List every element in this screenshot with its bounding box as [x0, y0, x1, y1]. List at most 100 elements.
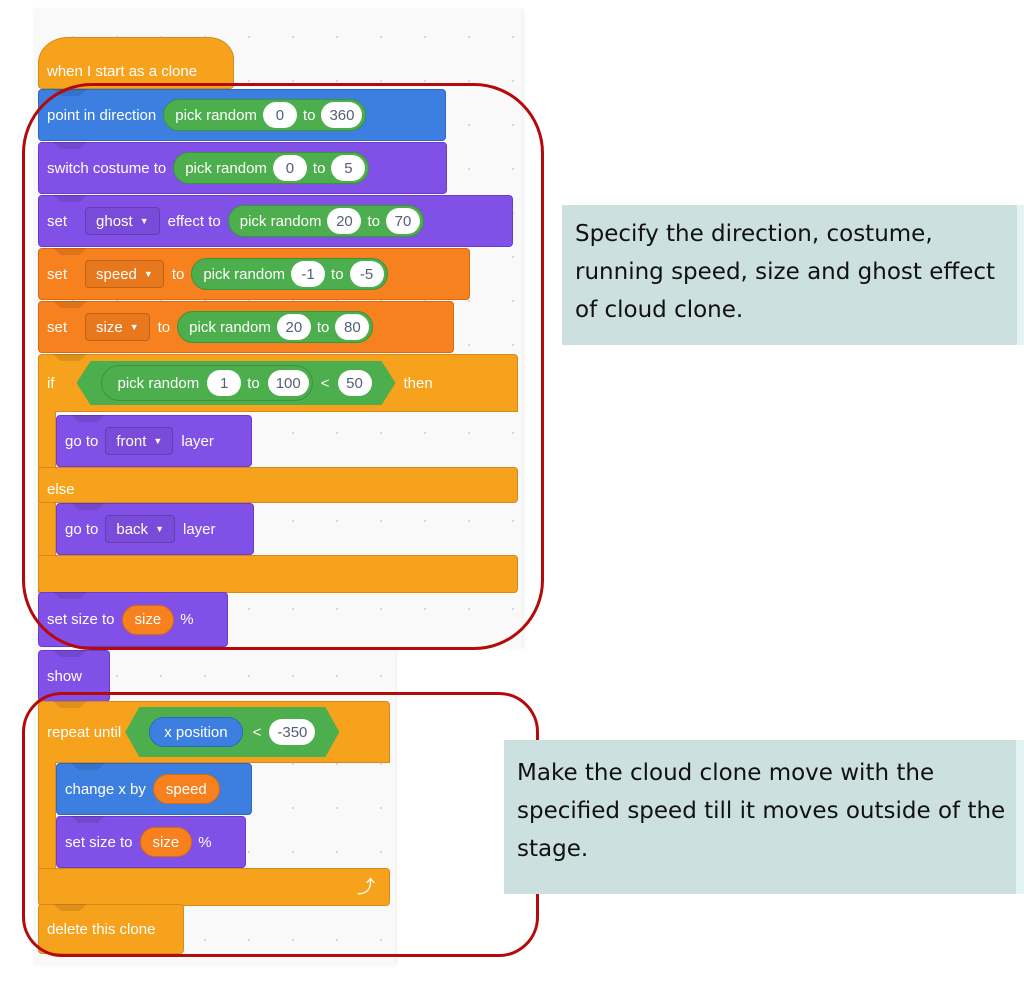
compare-input[interactable]: 50: [338, 370, 372, 396]
random-from-input[interactable]: 1: [207, 370, 241, 396]
switch-costume-block[interactable]: switch costume to pick random 0 to 5: [38, 142, 447, 194]
percent-label: %: [198, 833, 212, 851]
size-variable-reporter[interactable]: size: [139, 827, 193, 857]
dropdown-value: speed: [96, 265, 137, 283]
to-label: to: [367, 212, 380, 230]
block-label: when I start as a clone: [47, 62, 198, 80]
block-label: point in direction: [47, 106, 157, 124]
block-label: set size to: [65, 833, 133, 851]
random-to-input[interactable]: 80: [335, 314, 370, 340]
dropdown-arrow-icon: ▼: [139, 216, 149, 226]
percent-label: %: [180, 611, 194, 628]
variable-name: size: [134, 611, 162, 628]
to-label: to: [312, 159, 326, 177]
to-label: to: [302, 106, 316, 124]
dropdown-value: front: [116, 432, 147, 450]
random-to-input[interactable]: 100: [268, 370, 309, 396]
effect-to-label: effect to: [167, 212, 221, 230]
when-i-start-as-clone-block[interactable]: when I start as a clone: [38, 37, 234, 89]
size-variable-reporter[interactable]: size: [121, 604, 175, 635]
dropdown-value: ghost: [96, 212, 133, 230]
set-size-variable-block[interactable]: set size ▼ to pick random 20 to 80: [38, 301, 454, 353]
layer-dropdown[interactable]: front ▼: [105, 427, 174, 455]
pick-random-reporter[interactable]: pick random 20 to 70: [227, 205, 424, 237]
variable-name: size: [152, 833, 180, 851]
if-block-header[interactable]: if pick random 1 to 100 < 50 then: [38, 354, 518, 412]
variable-dropdown[interactable]: size ▼: [85, 313, 150, 341]
loop-arrow-icon: ⤴: [357, 877, 375, 897]
repeat-block-arm: [38, 762, 56, 872]
speed-variable-reporter[interactable]: speed: [152, 774, 220, 804]
block-label: show: [47, 667, 83, 685]
point-in-direction-block[interactable]: point in direction pick random 0 to 360: [38, 89, 446, 141]
set-effect-block[interactable]: set ghost ▼ effect to pick random 20 to …: [38, 195, 513, 247]
to-label: to: [157, 318, 171, 336]
block-label: delete this clone: [47, 920, 156, 938]
dropdown-arrow-icon: ▼: [155, 524, 164, 534]
annotation-note-movement: Make the cloud clone move with the speci…: [504, 740, 1024, 894]
set-size-to-block[interactable]: set size to size %: [38, 592, 228, 647]
pick-random-reporter[interactable]: pick random 0 to 360: [163, 99, 367, 131]
dropdown-arrow-icon: ▼: [153, 436, 163, 446]
to-label: to: [316, 318, 330, 336]
random-from-input[interactable]: 0: [262, 102, 297, 128]
repeat-until-label: repeat until: [47, 723, 122, 741]
random-from-input[interactable]: -1: [291, 261, 326, 287]
operator-symbol: <: [252, 723, 262, 741]
if-block-footer: [38, 555, 518, 593]
show-block[interactable]: show: [38, 650, 110, 702]
go-to-back-layer-block[interactable]: go to back ▼ layer: [56, 503, 254, 555]
random-from-input[interactable]: 0: [272, 155, 307, 181]
x-position-reporter[interactable]: x position: [149, 717, 242, 747]
less-than-operator[interactable]: x position < -350: [125, 707, 339, 757]
layer-label: layer: [182, 520, 216, 538]
change-x-by-block[interactable]: change x by speed: [56, 763, 252, 815]
block-label: go to: [65, 432, 99, 450]
reporter-label: pick random: [117, 374, 200, 392]
set-speed-variable-block[interactable]: set speed ▼ to pick random -1 to -5: [38, 248, 470, 300]
random-to-input[interactable]: 5: [331, 155, 366, 181]
layer-dropdown[interactable]: back ▼: [105, 515, 175, 543]
reporter-label: pick random: [239, 212, 322, 230]
note-text: Specify the direction, costume, running …: [575, 221, 996, 323]
go-to-front-layer-block[interactable]: go to front ▼ layer: [56, 415, 252, 467]
pick-random-reporter[interactable]: pick random -1 to -5: [191, 258, 388, 290]
dropdown-arrow-icon: ▼: [129, 322, 139, 332]
repeat-until-header[interactable]: repeat until x position < -350: [38, 701, 390, 763]
effect-dropdown[interactable]: ghost ▼: [85, 207, 160, 235]
layer-label: layer: [181, 432, 214, 450]
note-text: Make the cloud clone move with the speci…: [517, 760, 1006, 862]
random-to-input[interactable]: -5: [349, 261, 384, 287]
block-label: change x by: [65, 780, 146, 798]
operator-symbol: <: [320, 374, 330, 392]
variable-dropdown[interactable]: speed ▼: [85, 260, 164, 288]
annotation-note-setup: Specify the direction, costume, running …: [562, 205, 1024, 345]
random-to-input[interactable]: 360: [321, 102, 363, 128]
then-label: then: [403, 374, 433, 392]
block-label: set: [47, 318, 68, 336]
block-label: go to: [65, 520, 99, 538]
to-label: to: [171, 265, 185, 283]
reporter-label: pick random: [185, 159, 267, 177]
else-bar[interactable]: else: [38, 467, 518, 503]
set-size-to-block[interactable]: set size to size %: [56, 816, 246, 868]
pick-random-reporter[interactable]: pick random 0 to 5: [173, 152, 370, 184]
random-to-input[interactable]: 70: [385, 208, 420, 234]
reporter-label: pick random: [203, 265, 286, 283]
variable-name: speed: [165, 780, 207, 798]
reporter-label: pick random: [175, 106, 257, 124]
delete-this-clone-block[interactable]: delete this clone: [38, 904, 184, 954]
block-label: set: [47, 265, 68, 283]
reporter-label: x position: [164, 723, 228, 741]
else-label: else: [47, 481, 75, 498]
repeat-until-footer: ⤴: [38, 868, 390, 906]
reporter-label: pick random: [189, 318, 271, 336]
compare-input[interactable]: -350: [269, 719, 315, 745]
to-label: to: [331, 265, 344, 283]
random-from-input[interactable]: 20: [276, 314, 311, 340]
random-from-input[interactable]: 20: [327, 208, 362, 234]
pick-random-reporter[interactable]: pick random 20 to 80: [177, 311, 374, 343]
less-than-operator[interactable]: pick random 1 to 100 < 50: [77, 361, 396, 405]
to-label: to: [247, 374, 260, 392]
pick-random-reporter[interactable]: pick random 1 to 100: [101, 365, 313, 401]
